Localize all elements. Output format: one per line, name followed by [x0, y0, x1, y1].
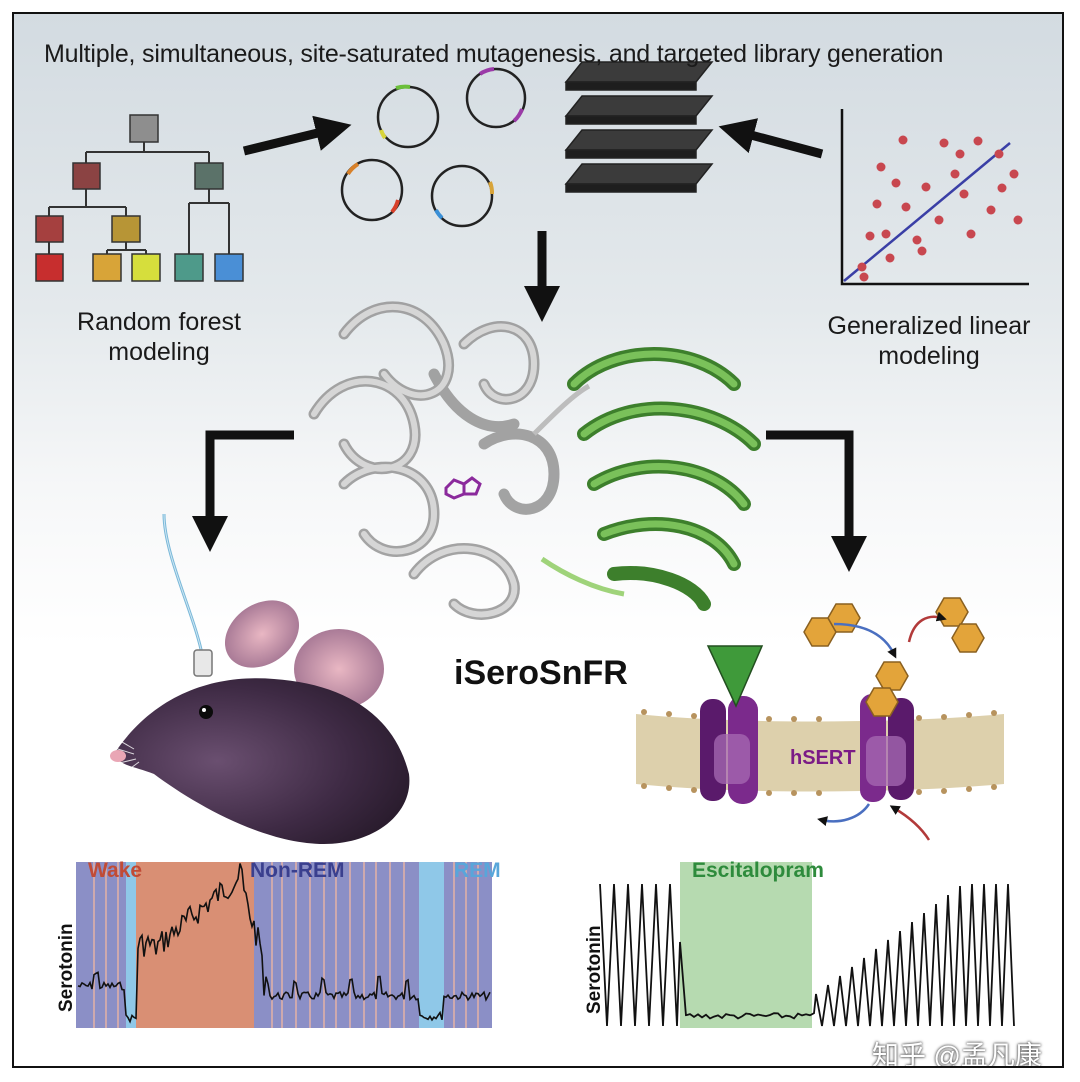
sensor-name: iSeroSnFR [454, 654, 628, 692]
fit-line [843, 142, 1011, 282]
plasmid [376, 85, 440, 149]
watermark: 知乎 @孟凡康 [872, 1041, 1042, 1068]
figure-title: Multiple, simultaneous, site-saturated m… [44, 40, 944, 68]
figure-frame: Multiple, simultaneous, site-saturated m… [12, 12, 1064, 1068]
stage-label-rem: REM [454, 859, 501, 882]
tree-node [129, 114, 159, 143]
mouse-illustration [68, 513, 410, 844]
drug-label: Escitalopram [692, 859, 824, 882]
fiber-implant [193, 649, 213, 677]
arrow-rf-to-plasmids [242, 115, 352, 156]
stage-label-nrem: Non-REM [250, 859, 345, 882]
serotonin-ligand [444, 476, 482, 500]
sleep-trace-panel [76, 862, 492, 1028]
tree-node [92, 253, 122, 282]
plasmid-library [340, 67, 527, 228]
tree-node [214, 253, 244, 282]
drug-trace-panel [599, 862, 1015, 1028]
stage-label-wake: Wake [88, 859, 143, 882]
escitalopram-inhibitor-icon [706, 645, 764, 708]
random-forest-label: Random forest modeling [77, 308, 241, 366]
stage-band [444, 862, 492, 1028]
stage-band [126, 862, 136, 1028]
serotonin-trace [599, 883, 1015, 1027]
tree-node [35, 215, 64, 243]
stage-bands [76, 862, 492, 1028]
plasmid [430, 164, 494, 228]
escitalopram-window [680, 862, 812, 1028]
transporter-protein [860, 694, 914, 802]
glm-scatter-plot [840, 109, 1029, 286]
arrow-to-transporter [766, 430, 867, 572]
sleep-y-axis-label: Serotonin [56, 923, 77, 1012]
transporter-label: hSERT [790, 747, 856, 769]
tree-node [111, 215, 141, 243]
tree-node [174, 253, 204, 282]
diagram-canvas [35, 61, 1029, 1028]
tree-node [35, 253, 64, 282]
serotonin-molecules [803, 597, 985, 717]
arrow-glm-to-plates [718, 118, 824, 159]
mouse-ear [224, 600, 300, 668]
glm-label: Generalized linear modeling [827, 312, 1031, 370]
transporter-protein [700, 696, 758, 804]
drug-y-axis-label: Serotonin [584, 925, 605, 1014]
mouse-nose [110, 750, 126, 762]
mouse-eye [199, 705, 213, 719]
flow-arrows [192, 115, 867, 572]
arrow-to-mouse [192, 430, 294, 552]
protein-structure [308, 301, 761, 620]
transporter-illustration [636, 597, 1004, 841]
tree-node [72, 162, 101, 190]
well-plate-stack [564, 61, 714, 193]
plasmid [465, 67, 527, 129]
tree-nodes [35, 114, 244, 282]
tree-node [131, 253, 161, 282]
plasmid [340, 158, 404, 222]
stage-band [136, 862, 254, 1028]
random-forest-tree [48, 142, 230, 254]
serotonin-trace [77, 863, 491, 1024]
stage-band [419, 862, 444, 1028]
tree-node [194, 162, 224, 190]
